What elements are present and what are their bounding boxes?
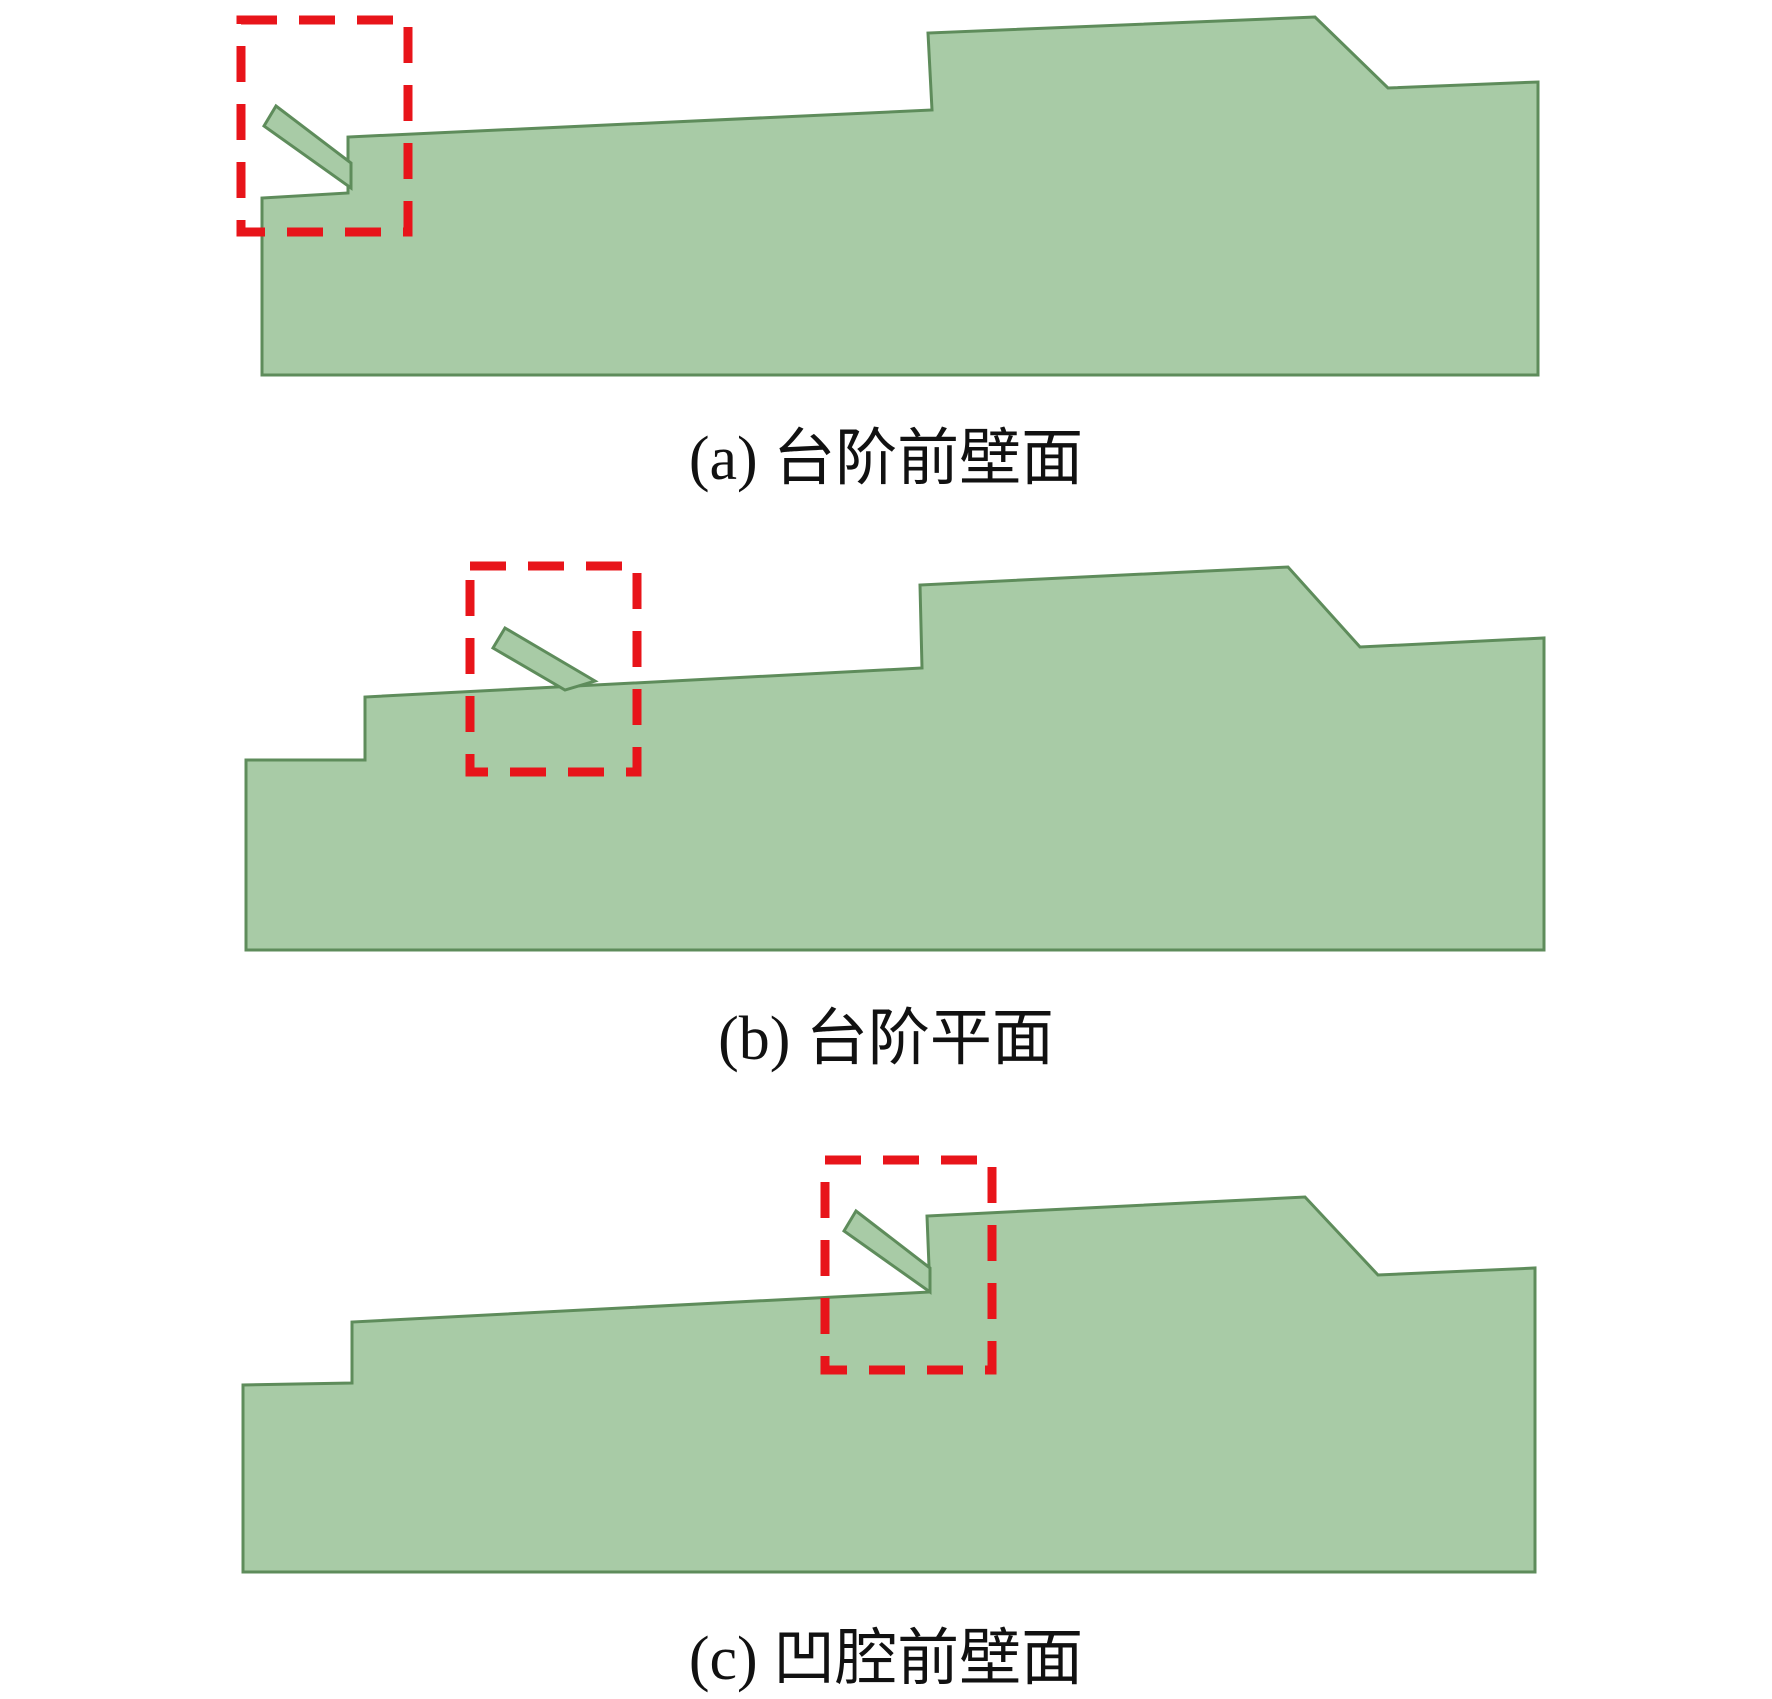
panel-c-body <box>241 1195 1537 1574</box>
panel-b <box>244 561 1546 952</box>
caption-b: (b) 台阶平面 <box>718 1005 1054 1073</box>
panel-a-body <box>260 15 1540 377</box>
panel-b-body <box>244 565 1546 952</box>
panel-c <box>241 1155 1537 1574</box>
panel-b-highlight-box <box>465 561 642 777</box>
panel-a-highlight-box <box>236 15 413 237</box>
panel-a <box>236 15 1540 377</box>
panel-b-injector-icon <box>490 625 599 692</box>
panel-c-injector-icon <box>841 1208 932 1295</box>
panel-c-highlight-box <box>820 1155 997 1375</box>
panel-a-injector-icon <box>262 103 353 191</box>
caption-c: (c) 凹腔前壁面 <box>688 1625 1084 1693</box>
caption-a: (a) 台阶前壁面 <box>688 425 1084 493</box>
